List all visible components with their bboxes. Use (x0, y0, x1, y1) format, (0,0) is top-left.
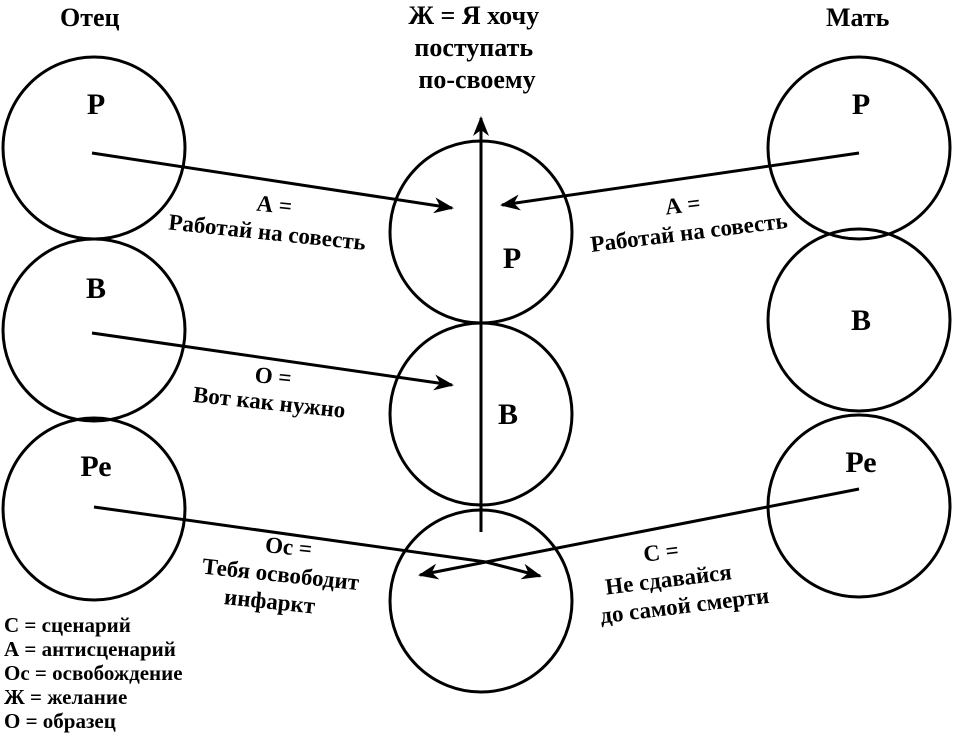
father-parent-label: Р (87, 88, 105, 121)
desire-line-3: по-своему (418, 65, 535, 94)
mother-antiscript-line-1: А = (664, 190, 702, 219)
father-adult-circle (1, 237, 187, 423)
legend-item: А = антисценарий (4, 637, 176, 661)
mother-title: Мать (826, 3, 890, 32)
legend-item: Ж = желание (4, 685, 127, 709)
mother-child-circle (766, 413, 952, 599)
father-child-circle (1, 416, 187, 602)
desire-label: Ж = Я хочу поступать по-своему (408, 1, 545, 94)
legend-item: Ос = освобождение (4, 661, 183, 685)
legend-item: О = образец (4, 709, 116, 733)
father-antiscript-line-1: А = (255, 191, 293, 220)
mother-script-line-1: С = (642, 538, 680, 567)
desire-line-2: поступать (414, 33, 533, 62)
father-release-line (93, 505, 487, 564)
father-adult-label: В (86, 272, 106, 305)
desire-line-1: Ж = Я хочу (408, 1, 539, 30)
father-child-label: Ре (80, 450, 111, 483)
script-arrow-right (485, 560, 542, 580)
mother-script-message: С = Не сдавайся до самой смерти (592, 527, 770, 628)
mother-antiscript-arrow (500, 151, 860, 211)
father-pattern-arrow (91, 331, 454, 391)
mother-adult-label: В (851, 304, 871, 337)
child-parent-label: Р (503, 242, 521, 275)
father-release-line-3: инфаркт (223, 584, 317, 618)
father-release-line-1: Ос = (264, 532, 313, 562)
mother-antiscript-message: А = Работай на совесть (586, 180, 789, 257)
father-pattern-line-1: О = (254, 362, 293, 391)
mother-adult-circle (766, 227, 952, 413)
mother-parent-label: Р (852, 88, 870, 121)
mother-script-line (485, 487, 860, 564)
father-parent-circle (1, 55, 187, 241)
mother-parent-circle (766, 55, 952, 241)
release-arrow-left (418, 560, 487, 580)
child-adult-label: В (498, 398, 518, 431)
father-antiscript-arrow (91, 151, 454, 214)
legend-item: С = сценарий (4, 613, 131, 637)
father-antiscript-message: А = Работай на совесть (167, 182, 370, 255)
legend: С = сценарий А = антисценарий Ос = освоб… (4, 613, 188, 733)
child-child-circle (388, 508, 574, 694)
father-release-message: Ос = Тебя освободит инфаркт (198, 526, 369, 624)
mother-child-label: Ре (845, 446, 876, 479)
father-title: Отец (60, 3, 120, 32)
